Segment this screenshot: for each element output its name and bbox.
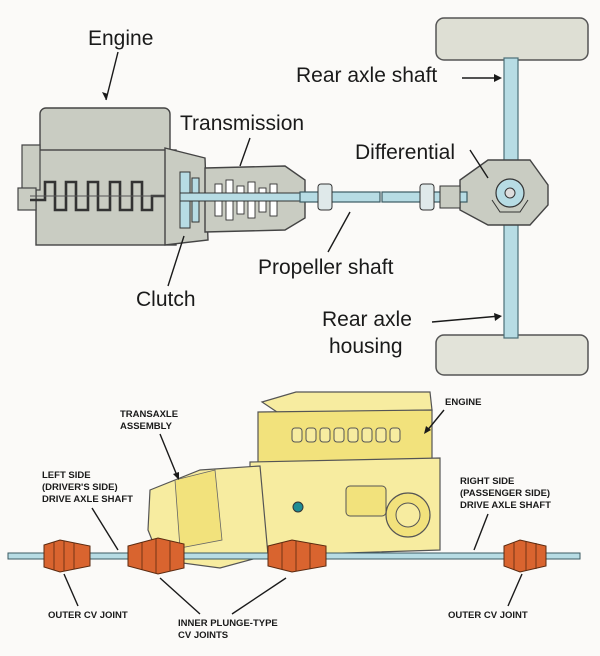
label-differential: Differential bbox=[355, 141, 455, 164]
engine-block-gray bbox=[17, 107, 180, 246]
label-inner-cv-2: CV JOINTS bbox=[178, 630, 228, 641]
rear-wheel-top bbox=[435, 17, 589, 61]
label-outer-cv-right: OUTER CV JOINT bbox=[448, 610, 528, 621]
label-rear-axle-housing-2: housing bbox=[329, 335, 403, 358]
label-right-side-2: (PASSENGER SIDE) bbox=[460, 488, 550, 499]
u-joint-rear bbox=[419, 183, 435, 211]
label-engine: Engine bbox=[88, 27, 153, 50]
label-right-side-1: RIGHT SIDE bbox=[460, 476, 514, 487]
cv-joint-inner-right bbox=[267, 539, 327, 573]
top-leader-lines bbox=[102, 51, 502, 323]
label-transmission: Transmission bbox=[180, 112, 304, 135]
label-engine-bottom: ENGINE bbox=[445, 397, 481, 408]
cv-joint-outer-left bbox=[43, 539, 91, 573]
label-rear-axle-housing-1: Rear axle bbox=[322, 308, 412, 331]
label-left-side-2: (DRIVER'S SIDE) bbox=[42, 482, 118, 493]
rwd-drivetrain: Engine Transmission Differential Rear ax… bbox=[17, 17, 589, 376]
propeller-shaft-front bbox=[299, 191, 381, 203]
label-transaxle-2: ASSEMBLY bbox=[120, 421, 173, 432]
label-inner-cv-1: INNER PLUNGE-TYPE bbox=[178, 618, 278, 629]
label-transaxle-1: TRANSAXLE bbox=[120, 409, 178, 420]
sensor-teal bbox=[292, 501, 304, 513]
rear-wheel-bottom bbox=[435, 334, 589, 376]
bottom-leader-lines bbox=[63, 409, 523, 615]
u-joint-front bbox=[317, 183, 333, 211]
label-outer-cv-left: OUTER CV JOINT bbox=[48, 610, 128, 621]
label-rear-axle-shaft: Rear axle shaft bbox=[296, 64, 437, 87]
fwd-transaxle: TRANSAXLE ASSEMBLY ENGINE LEFT SIDE (DRI… bbox=[7, 391, 581, 641]
label-left-side-3: DRIVE AXLE SHAFT bbox=[42, 494, 133, 505]
engine-block-yellow bbox=[249, 391, 441, 557]
label-left-side-1: LEFT SIDE bbox=[42, 470, 91, 481]
label-propeller-shaft: Propeller shaft bbox=[258, 256, 394, 279]
cv-joint-inner-left bbox=[127, 537, 185, 575]
label-clutch: Clutch bbox=[136, 288, 196, 311]
cv-joint-outer-right bbox=[503, 539, 547, 573]
label-right-side-3: DRIVE AXLE SHAFT bbox=[460, 500, 551, 511]
